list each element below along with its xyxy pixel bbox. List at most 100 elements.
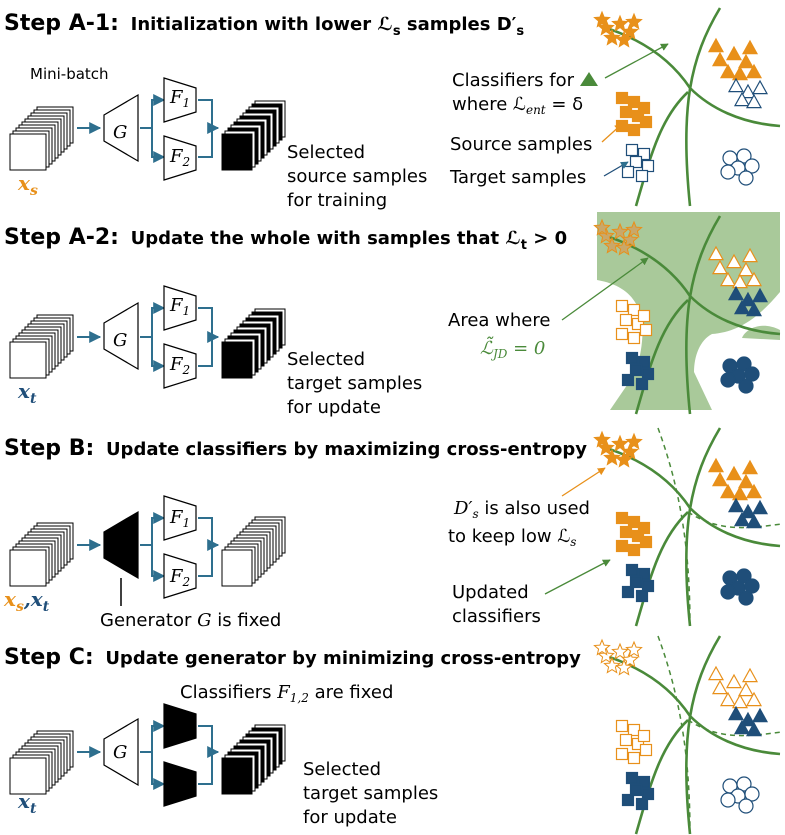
source-star-sample [611, 642, 629, 660]
input-label-b-var1: x [3, 587, 17, 611]
f1-label-a1: F1 [169, 87, 190, 110]
source-star-sample [621, 230, 639, 248]
f2-label-b-var: F [169, 566, 184, 587]
f1-label-a2-var: F [169, 295, 184, 316]
source-star-sample [625, 640, 643, 658]
annot-updated-line1: Updated [452, 582, 529, 603]
target-square-sample [629, 155, 643, 169]
heading-step-c-title: Update generator by minimizing cross-ent… [105, 648, 581, 669]
heading-step-a1-tail: samples D′ [401, 14, 517, 35]
annot-area-eq: ℒ̃JD = 0 [480, 337, 545, 361]
pipelines [9, 77, 286, 807]
annot-area-eq-tail: = 0 [507, 338, 545, 359]
target-square-sample [621, 793, 635, 807]
input-stack-a2-sheet [9, 341, 47, 379]
selected-stack-a1 [221, 100, 286, 171]
annot-classifiers-line1: Classifiers for [452, 70, 575, 91]
f2-label-a2-sub: 2 [182, 363, 191, 377]
input-stack-b [9, 522, 74, 587]
source-square-sample [627, 331, 641, 345]
target-triangle-sample [739, 83, 757, 99]
source-triangle-sample [725, 253, 743, 269]
target-triangle-sample [745, 301, 763, 317]
target-circle-sample [720, 792, 736, 808]
input-label-a2-var: x [17, 379, 31, 403]
annot-ds: D′s is also used [453, 498, 590, 521]
source-star-sample [603, 656, 621, 674]
f2-label-b-sub: 2 [182, 575, 191, 589]
target-circle-sample [736, 776, 752, 792]
input-label-a1-sub: s [30, 183, 38, 199]
heading-step-a2-title: Update the whole with samples that ℒ [131, 228, 521, 249]
target-square-sample [637, 355, 651, 369]
input-label-a1-var: x [17, 171, 31, 195]
source-star-sample [625, 432, 643, 450]
generator-block-a1 [103, 93, 139, 163]
arrow-split-a2-bot [151, 337, 166, 372]
target-triangle-sample [733, 299, 751, 315]
target-circle-sample [744, 578, 760, 594]
classifier-boundary-3 [634, 511, 689, 627]
target-triangle-sample [745, 721, 763, 737]
source-star-sample [603, 28, 621, 46]
target-square-sample [641, 159, 655, 173]
input-label-c-var: x [17, 789, 31, 813]
target-triangle-sample [739, 503, 757, 519]
old-boundary-1 [657, 427, 691, 627]
arrow-merge-b-bracket [198, 517, 213, 577]
source-triangle-sample [741, 667, 759, 683]
source-square-sample [637, 101, 651, 115]
target-triangle-sample [751, 499, 769, 515]
arrow-merge-a1-bracket [198, 99, 213, 158]
annot-target: Target samples [449, 167, 586, 188]
arrow-merge-a2-bracket [198, 307, 213, 367]
f2-label-a2: F2 [169, 354, 190, 377]
source-triangle-sample [725, 673, 743, 689]
target-circle-sample [744, 786, 760, 802]
source-triangle-sample [707, 665, 725, 681]
annot-where-sub: ent [526, 103, 546, 117]
source-square-sample [627, 515, 641, 529]
classifier-f1-b [163, 495, 197, 541]
f2-label-b: F2 [169, 566, 190, 589]
target-triangle-sample [751, 287, 769, 303]
source-triangle-sample [737, 261, 755, 277]
source-star-sample [593, 10, 611, 28]
target-square-sample [629, 575, 643, 589]
heading-step-b: Step B: Update classifiers by maximizing… [4, 436, 587, 461]
selected-stack-c [221, 724, 286, 795]
source-triangle-sample [737, 53, 755, 69]
source-square-sample [615, 299, 629, 313]
arrow-merge-c-bracket [198, 725, 213, 785]
input-label-c-sub: t [30, 801, 37, 817]
target-circle-sample [744, 158, 760, 174]
source-star-sample [593, 638, 611, 656]
source-star-sample [597, 646, 615, 664]
selected-stack-c-sheet [221, 757, 253, 795]
annot-updated-line2: classifiers [452, 606, 541, 627]
target-circle-sample [720, 584, 736, 600]
source-square-sample [615, 511, 629, 525]
target-square-sample [641, 787, 655, 801]
source-square-sample [639, 323, 653, 337]
generator-fixed-var: G [197, 610, 211, 631]
selected-label-a1-line3: for training [287, 190, 387, 211]
f1-label-b-sub: 1 [183, 516, 191, 530]
source-triangle-sample [737, 473, 755, 489]
classifier-f2-c [163, 761, 197, 807]
annot-area-eq-sub: JD [490, 347, 508, 361]
annot-arrow-ds [561, 467, 606, 497]
source-triangle-sample [741, 459, 759, 475]
target-square-sample [637, 775, 651, 789]
target-square-sample [641, 579, 655, 593]
selected-label-a2-line3: for update [287, 397, 381, 418]
annot-updated: Updated classifiers [452, 582, 541, 627]
arrow-split-a1-bot [151, 128, 166, 163]
target-square-sample [629, 363, 643, 377]
source-triangle-sample [741, 247, 759, 263]
input-label-a2: xt [17, 379, 37, 407]
annot-arrow-area [561, 257, 649, 321]
input-label-b-var2: x [30, 587, 44, 611]
target-triangle-sample [733, 719, 751, 735]
